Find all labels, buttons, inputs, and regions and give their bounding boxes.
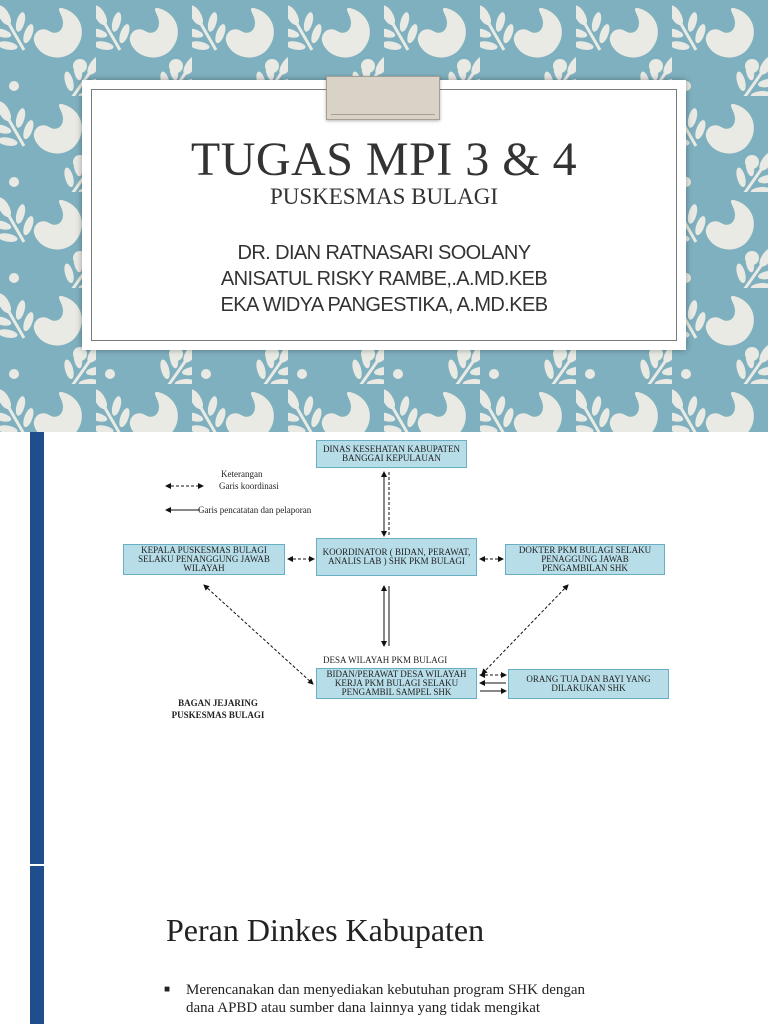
diagram-connectors: [165, 471, 569, 694]
desa-label: DESA WILAYAH PKM BULAGI: [323, 655, 448, 665]
caption-line: BAGAN JEJARING: [178, 698, 258, 708]
box-koordinator: KOORDINATOR ( BIDAN, PERAWAT, ANALIS LAB…: [316, 538, 477, 576]
legend-reporting-label: Garis pencatatan dan pelaporan: [198, 505, 312, 515]
title-card: TUGAS MPI 3 & 4 PUSKESMAS BULAGI DR. DIA…: [82, 76, 686, 350]
presentation-subtitle: PUSKESMAS BULAGI: [269, 184, 499, 209]
accent-bar: [30, 866, 44, 1024]
diagram-caption: BAGAN JEJARING PUSKESMAS BULAGI: [166, 697, 270, 721]
slide-title: Peran Dinkes Kabupaten: [166, 912, 485, 948]
author-name: EKA WIDYA PANGESTIKA, A.MD.KEB: [220, 294, 549, 316]
legend-coordination-label: Garis koordinasi: [219, 481, 279, 491]
presentation-title: TUGAS MPI 3 & 4: [190, 133, 578, 186]
caption-line: PUSKESMAS BULAGI: [171, 710, 265, 720]
legend-heading: Keterangan: [221, 469, 263, 479]
box-bidan-perawat-desa: BIDAN/PERAWAT DESA WILAYAH KERJA PKM BUL…: [316, 668, 477, 699]
author-name: ANISATUL RISKY RAMBE,.A.MD.KEB: [220, 268, 548, 290]
accent-bar: [30, 432, 44, 864]
peran-dinkes-slide: Peran Dinkes Kabupaten ■ Merencanakan da…: [0, 864, 768, 1024]
title-slide: TUGAS MPI 3 & 4 PUSKESMAS BULAGI DR. DIA…: [0, 0, 768, 432]
box-kepala-puskesmas: KEPALA PUSKESMAS BULAGI SELAKU PENANGGUN…: [123, 544, 285, 575]
box-dinas-kesehatan: DINAS KESEHATAN KABUPATEN BANGGAI KEPULA…: [316, 440, 467, 468]
title-tab-decoration: [326, 76, 440, 120]
bullet-item: Merencanakan dan menyediakan kebutuhan p…: [186, 982, 586, 1016]
author-list: DR. DIAN RATNASARI SOOLANY ANISATUL RISK…: [82, 240, 686, 318]
box-dokter-pkm: DOKTER PKM BULAGI SELAKU PENAGGUNG JAWAB…: [505, 544, 665, 575]
box-orang-tua-bayi: ORANG TUA DAN BAYI YANG DILAKUKAN SHK: [508, 669, 669, 699]
network-diagram-slide: Keterangan Garis koordinasi Garis pencat…: [0, 432, 768, 864]
square-bullet-icon: ■: [164, 984, 171, 995]
author-name: DR. DIAN RATNASARI SOOLANY: [237, 242, 532, 264]
